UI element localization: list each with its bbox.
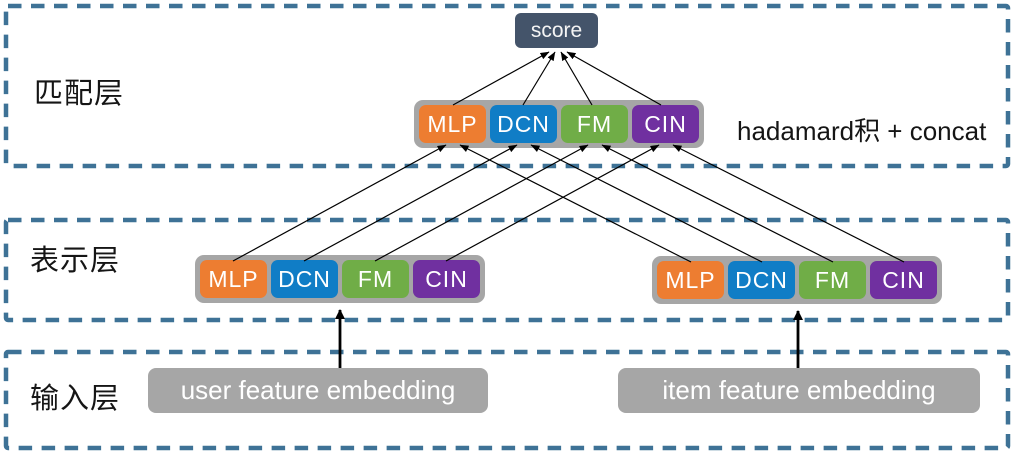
matching-blocks-group: MLP DCN FM CIN [414, 100, 704, 148]
arrow-cin-to-score [566, 51, 662, 106]
matching-block-mlp: MLP [419, 105, 486, 143]
arrow-user-mlp-to-matching-mlp [232, 144, 447, 262]
matching-block-dcn: DCN [490, 105, 557, 143]
item-rep-block-dcn: DCN [728, 261, 795, 299]
arrow-item-cin-to-matching-cin [672, 144, 905, 263]
user-embedding-box: user feature embedding [148, 368, 488, 413]
user-representation-group: MLP DCN FM CIN [195, 255, 485, 303]
score-node: score [515, 13, 598, 48]
arrow-user-fm-to-matching-fm [374, 144, 589, 262]
item-rep-block-fm: FM [799, 261, 866, 299]
connection-arrows [232, 51, 905, 263]
fusion-annotation: hadamard积 + concat [737, 116, 987, 146]
input-layer-label: 输入层 [30, 383, 121, 415]
arrow-item-dcn-to-matching-dcn [530, 144, 763, 263]
user-rep-block-dcn: DCN [271, 260, 338, 298]
arrow-dcn-to-score [522, 51, 556, 106]
user-rep-block-mlp: MLP [200, 260, 267, 298]
user-rep-block-cin: CIN [413, 260, 480, 298]
item-rep-block-mlp: MLP [657, 261, 724, 299]
arrow-mlp-to-score [452, 51, 550, 106]
arrow-user-dcn-to-matching-dcn [303, 144, 518, 262]
arrow-user-cin-to-matching-cin [445, 144, 660, 262]
matching-block-cin: CIN [632, 105, 699, 143]
matching-block-fm: FM [561, 105, 628, 143]
arrow-item-mlp-to-matching-mlp [459, 144, 692, 263]
item-rep-block-cin: CIN [870, 261, 937, 299]
item-embedding-box: item feature embedding [618, 368, 980, 413]
item-representation-group: MLP DCN FM CIN [652, 256, 942, 304]
user-rep-block-fm: FM [342, 260, 409, 298]
representation-layer-label: 表示层 [30, 245, 121, 277]
arrow-item-fm-to-matching-fm [601, 144, 834, 263]
arrow-fm-to-score [560, 51, 593, 106]
matching-layer-label: 匹配层 [34, 78, 125, 110]
embedding-arrows [335, 309, 803, 368]
